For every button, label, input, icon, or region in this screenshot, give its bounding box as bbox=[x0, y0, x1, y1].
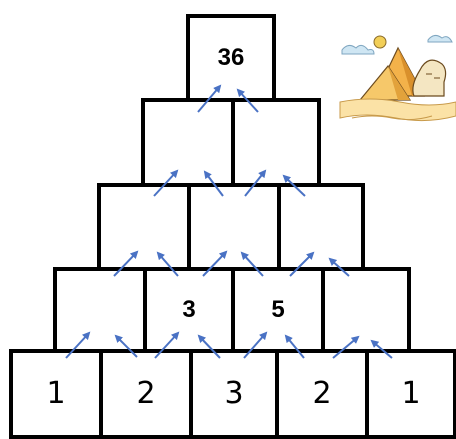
pyramid-cell bbox=[97, 183, 191, 271]
pyramid-cell bbox=[277, 183, 365, 271]
cell-value: 2 bbox=[136, 379, 155, 409]
pyramid-cell-base: 2 bbox=[275, 349, 369, 439]
number-pyramid: 36 3 5 1 2 3 2 1 bbox=[0, 0, 456, 430]
pyramid-cell-base: 3 bbox=[189, 349, 279, 439]
cell-value: 2 bbox=[312, 379, 331, 409]
pyramids-and-sphinx-icon bbox=[340, 35, 456, 120]
pyramid-cell bbox=[321, 267, 411, 353]
pyramid-cell bbox=[187, 183, 281, 271]
pyramid-cell-base: 2 bbox=[99, 349, 193, 439]
pyramid-cell-base: 1 bbox=[365, 349, 456, 439]
pyramid-cell-top: 36 bbox=[186, 14, 276, 102]
pyramid-cell: 3 bbox=[143, 267, 235, 353]
pyramid-cell: 5 bbox=[231, 267, 325, 353]
pyramid-cell-base: 1 bbox=[9, 349, 103, 439]
cell-value: 1 bbox=[401, 379, 420, 409]
cell-value: 1 bbox=[46, 379, 65, 409]
pyramid-cell bbox=[53, 267, 147, 353]
cell-value: 36 bbox=[218, 46, 245, 70]
cell-value: 3 bbox=[224, 379, 243, 409]
cell-value: 3 bbox=[182, 298, 195, 322]
cell-value: 5 bbox=[271, 298, 284, 322]
pyramid-cell bbox=[141, 98, 235, 187]
pyramid-cell bbox=[231, 98, 321, 187]
